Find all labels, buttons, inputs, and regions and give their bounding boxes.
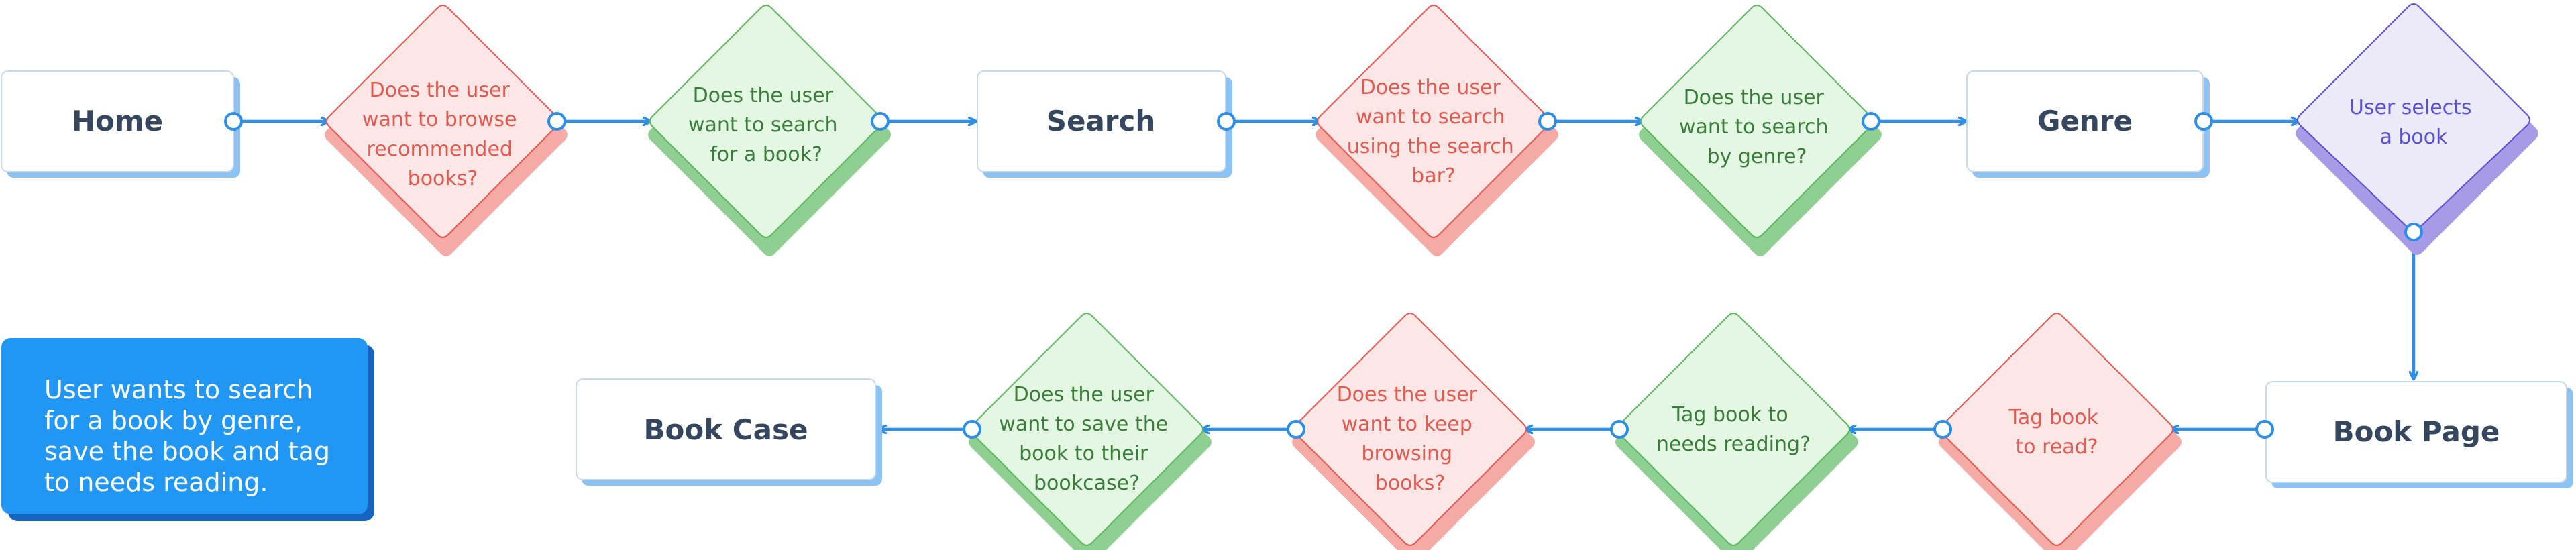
decision-search-book-line-2: want to search: [688, 113, 838, 137]
decision-search-book-label: Does the user want to search for a book?: [688, 84, 844, 166]
decision-tag-needs-reading-shape: [1617, 313, 1850, 546]
decision-save-bookcase-line-1: Does the user: [1014, 383, 1155, 406]
decision-tag-needs-reading-line-2: needs reading?: [1656, 433, 1811, 456]
scenario-note-line-3: save the book and tag: [44, 437, 330, 466]
decision-user-selects-line-2: a book: [2379, 125, 2448, 149]
connectors: [233, 121, 2414, 429]
decision-search-book-line-1: Does the user: [693, 84, 834, 107]
port-search-bar-right[interactable]: [1538, 112, 1557, 131]
port-save-bookcase-left[interactable]: [963, 420, 981, 439]
decision-tag-needs-reading-line-1: Tag book to: [1672, 403, 1788, 427]
decision-browse-recommended-line-3: recommended: [367, 138, 513, 161]
decision-search-bar-label: Does the user want to search using the s…: [1347, 76, 1521, 188]
decision-search-bar[interactable]: Does the user want to search using the s…: [1316, 5, 1558, 256]
decision-save-bookcase-shape: [970, 313, 1203, 546]
decision-search-genre-line-1: Does the user: [1684, 86, 1825, 109]
decision-user-selects[interactable]: User selects a book: [2296, 3, 2538, 255]
scenario-note-line-4: to needs reading.: [44, 468, 268, 497]
port-tag-needs-reading-left[interactable]: [1610, 420, 1629, 439]
decision-tag-needs-reading[interactable]: Tag book to needs reading?: [1615, 313, 1858, 550]
decision-keep-browsing-line-4: books?: [1375, 472, 1446, 495]
scenario-note-line-2: for a book by genre,: [44, 406, 303, 435]
decision-keep-browsing[interactable]: Does the user want to keep browsing book…: [1292, 313, 1535, 550]
decision-search-genre[interactable]: Does the user want to search by genre?: [1639, 5, 1882, 256]
scenario-note[interactable]: User wants to search for a book by genre…: [1, 338, 374, 521]
decision-search-genre-line-3: by genre?: [1707, 145, 1807, 168]
decision-tag-to-read-shape: [1940, 313, 2174, 546]
decision-search-bar-line-4: bar?: [1411, 164, 1456, 188]
decision-keep-browsing-line-2: want to keep: [1342, 412, 1472, 436]
decision-browse-recommended[interactable]: Does the user want to browse recommended…: [325, 5, 568, 256]
decision-search-bar-line-1: Does the user: [1360, 76, 1501, 99]
port-user-selects-bottom[interactable]: [2404, 223, 2423, 241]
port-home-right[interactable]: [224, 112, 243, 131]
decision-search-genre-label: Does the user want to search by genre?: [1679, 86, 1835, 168]
node-book-case-label: Book Case: [644, 413, 808, 446]
node-book-case-box: [576, 378, 876, 480]
decision-browse-recommended-line-4: books?: [408, 167, 478, 190]
decision-user-selects-label: User selects a book: [2349, 96, 2478, 149]
decision-keep-browsing-line-1: Does the user: [1337, 383, 1478, 406]
decision-browse-recommended-label: Does the user want to browse recommended…: [362, 78, 523, 190]
port-search-book-right[interactable]: [871, 112, 890, 131]
decision-search-bar-line-2: want to search: [1356, 105, 1505, 129]
decision-keep-browsing-shape: [1293, 313, 1527, 546]
decision-tag-to-read[interactable]: Tag book to read?: [1939, 313, 2182, 550]
decision-search-bar-line-3: using the search: [1347, 135, 1514, 158]
scenario-note-line-1: User wants to search: [44, 375, 313, 404]
port-tag-to-read-left[interactable]: [1933, 420, 1952, 439]
decision-save-bookcase-line-4: bookcase?: [1034, 472, 1140, 495]
port-browse-right[interactable]: [547, 112, 566, 131]
decision-browse-recommended-line-1: Does the user: [370, 78, 511, 102]
decision-save-bookcase-line-3: book to their: [1019, 442, 1148, 465]
decision-tag-needs-reading-label: Tag book to needs reading?: [1656, 403, 1811, 456]
node-book-page[interactable]: Book Page: [2265, 381, 2573, 488]
port-keep-browsing-left[interactable]: [1287, 420, 1305, 439]
decision-tag-to-read-label: Tag book to read?: [2008, 406, 2105, 459]
node-home-label: Home: [72, 105, 163, 138]
node-genre[interactable]: Genre: [1966, 70, 2210, 178]
decision-search-book[interactable]: Does the user want to search for a book?: [648, 5, 891, 256]
port-search-right[interactable]: [1217, 112, 1236, 131]
decision-save-bookcase-label: Does the user want to save the book to t…: [999, 383, 1174, 495]
scenario-note-box: [1, 338, 368, 514]
decision-save-bookcase[interactable]: Does the user want to save the book to t…: [969, 313, 1212, 550]
decision-tag-to-read-line-1: Tag book: [2008, 406, 2099, 429]
node-book-page-label: Book Page: [2333, 415, 2500, 448]
scenario-note-text: User wants to search for a book by genre…: [44, 375, 338, 497]
node-home[interactable]: Home: [1, 70, 240, 178]
port-genre-right[interactable]: [2194, 112, 2213, 131]
decision-save-bookcase-line-2: want to save the: [999, 412, 1168, 436]
node-genre-label: Genre: [2037, 105, 2133, 138]
port-search-genre-right[interactable]: [1862, 112, 1880, 131]
node-book-case[interactable]: Book Case: [576, 378, 882, 486]
connector-ports: [224, 112, 2423, 439]
node-search[interactable]: Search: [977, 70, 1232, 178]
decision-keep-browsing-label: Does the user want to keep browsing book…: [1337, 383, 1484, 495]
decision-search-genre-line-2: want to search: [1679, 115, 1829, 139]
port-book-page-left[interactable]: [2255, 420, 2274, 439]
decision-browse-recommended-line-2: want to browse: [362, 108, 517, 131]
decision-search-book-line-3: for a book?: [710, 143, 822, 166]
decision-tag-to-read-line-2: to read?: [2015, 435, 2098, 459]
decision-keep-browsing-line-3: browsing: [1361, 442, 1452, 465]
decision-user-selects-line-1: User selects: [2349, 96, 2472, 119]
node-search-label: Search: [1046, 105, 1156, 138]
